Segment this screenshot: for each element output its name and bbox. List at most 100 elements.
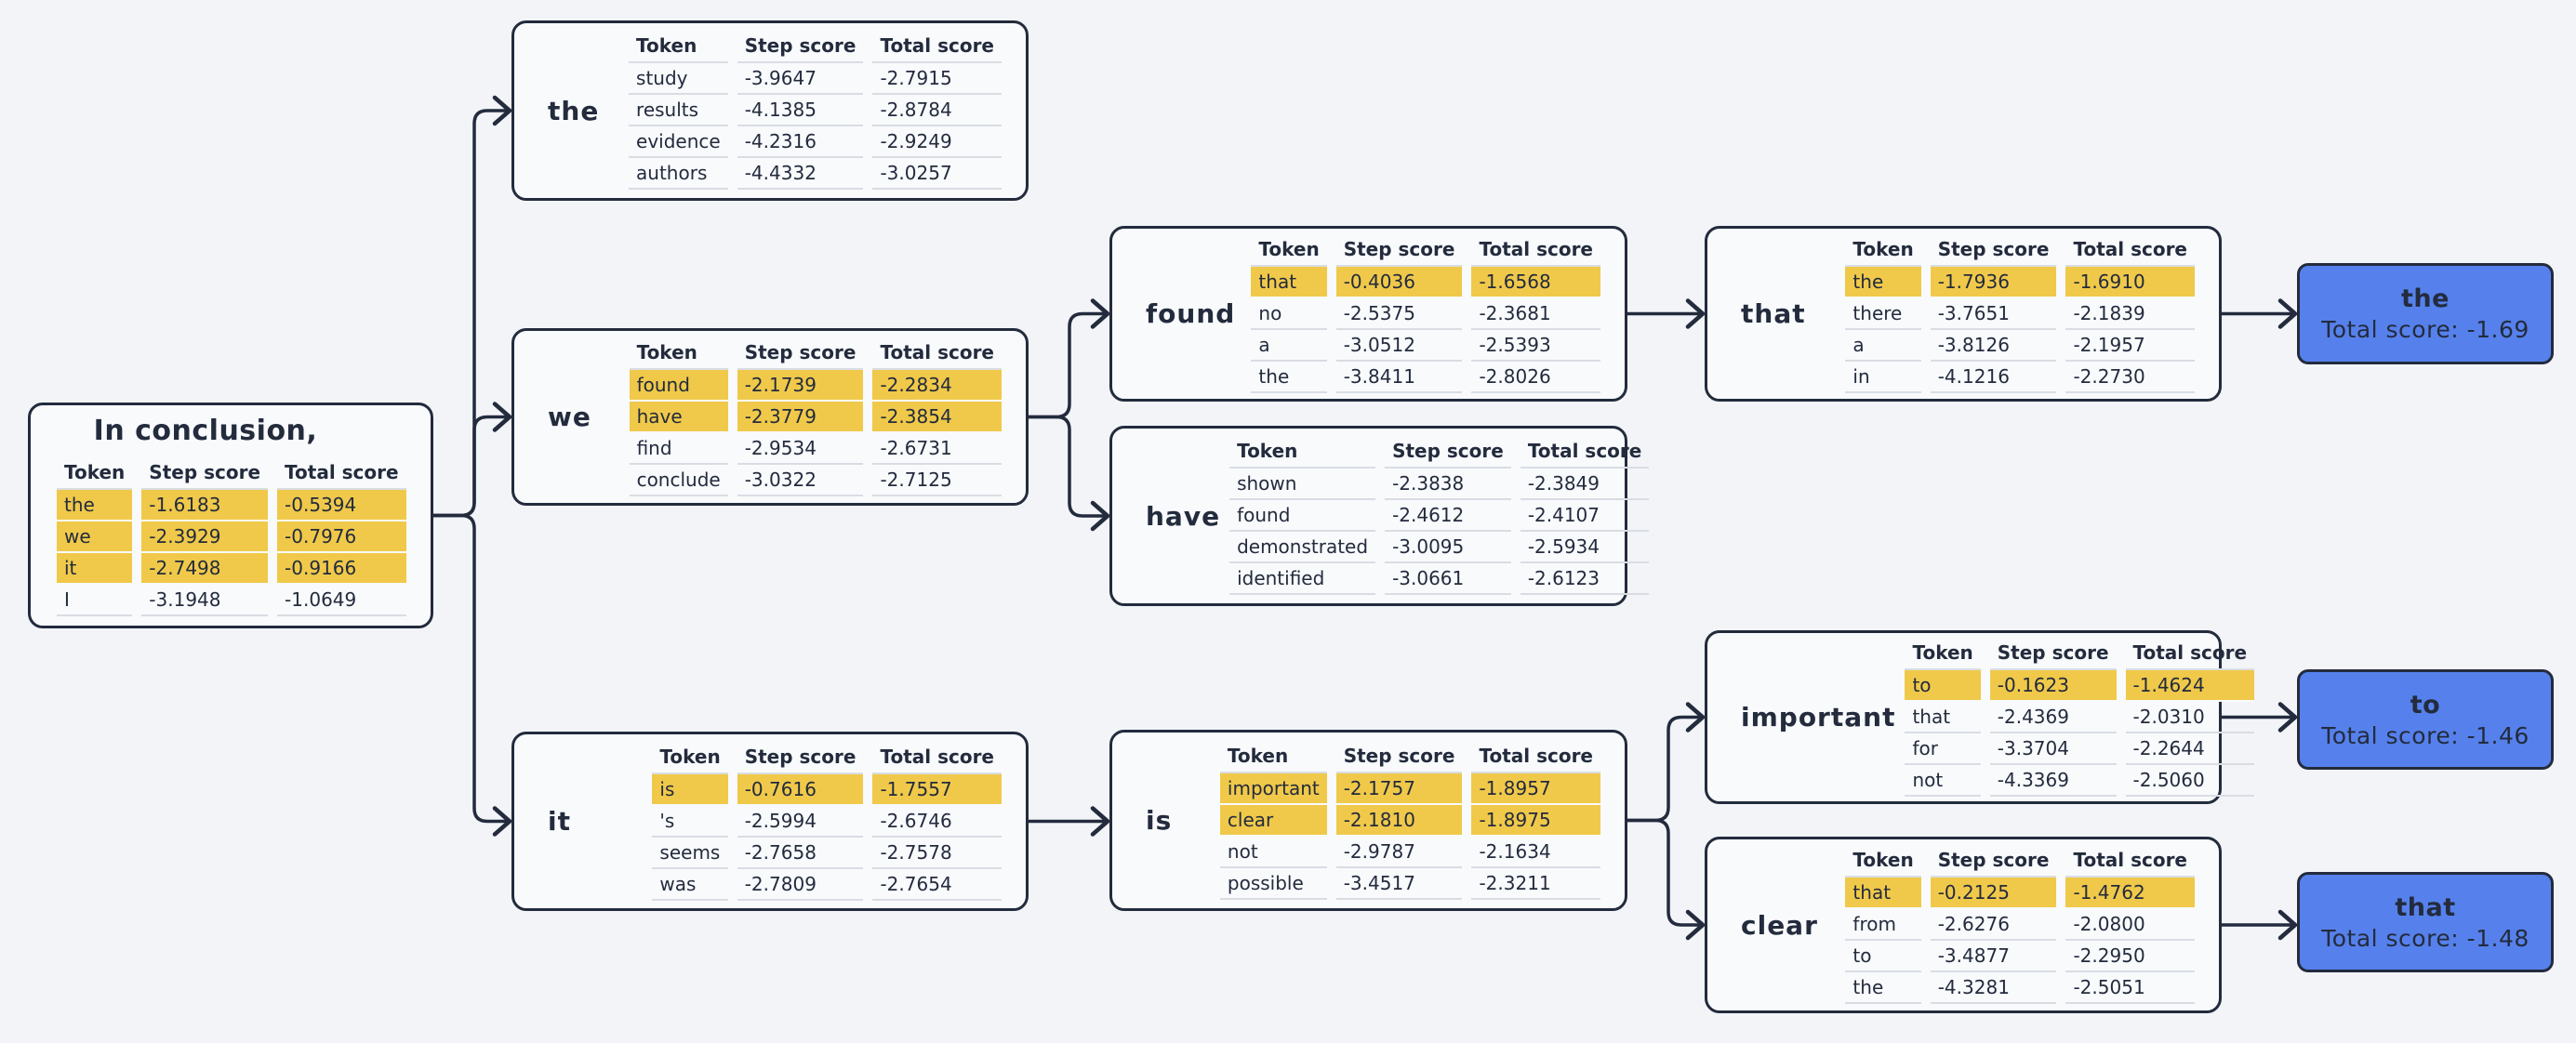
column-header: Total score xyxy=(1520,437,1650,469)
token-cell: is xyxy=(652,773,728,806)
token-cell: we xyxy=(57,522,133,553)
step-score-cell: -2.5375 xyxy=(1335,298,1463,330)
step-score-cell: -3.0095 xyxy=(1385,532,1511,563)
candidate-row: the-4.3281-2.5051 xyxy=(1845,972,2195,1004)
arrowhead-icon-important xyxy=(1685,702,1706,733)
candidate-row-selected: is-0.7616-1.7557 xyxy=(652,773,1002,806)
candidate-row: possible-3.4517-2.3211 xyxy=(1219,868,1600,900)
step-score-cell: -2.6276 xyxy=(1930,909,2057,941)
token-cell: there xyxy=(1845,298,1921,330)
token-cell: found xyxy=(1229,500,1376,532)
total-score-cell: -3.0257 xyxy=(872,158,1002,190)
column-header: Token xyxy=(1219,742,1327,773)
step-score-cell: -3.1948 xyxy=(141,585,269,616)
candidate-row: no-2.5375-2.3681 xyxy=(1251,298,1600,330)
candidate-row-selected: to-0.1623-1.4624 xyxy=(1905,669,2255,702)
candidate-row-selected: the-1.6183-0.5394 xyxy=(57,490,406,522)
candidate-row: was-2.7809-2.7654 xyxy=(652,869,1002,901)
total-score-cell: -2.2644 xyxy=(2125,733,2255,765)
token-cell: was xyxy=(652,869,728,901)
total-score-cell: -2.6123 xyxy=(1520,563,1650,595)
total-score-cell: -2.3854 xyxy=(872,401,1002,433)
total-score-cell: -0.7976 xyxy=(277,522,406,553)
column-header: Total score xyxy=(2065,235,2195,267)
candidate-row-selected: important-2.1757-1.8957 xyxy=(1219,772,1600,805)
step-score-cell: -2.4612 xyxy=(1385,500,1511,532)
column-header: Total score xyxy=(872,32,1002,63)
candidate-row: that-2.4369-2.0310 xyxy=(1905,702,2255,733)
token-cell: that xyxy=(1905,702,1981,733)
step-score-cell: -4.2316 xyxy=(737,126,864,158)
step-score-cell: -3.0322 xyxy=(737,465,864,496)
total-score-cell: -2.3681 xyxy=(1471,298,1600,330)
token-cell: evidence xyxy=(629,126,728,158)
step-score-cell: -0.1623 xyxy=(1989,669,2117,702)
total-score-cell: -2.1634 xyxy=(1471,837,1600,868)
candidate-row: a-3.8126-2.1957 xyxy=(1845,330,2195,362)
token-cell: shown xyxy=(1229,469,1376,500)
beam-node-end-the[interactable]: the Total score: -1.69 xyxy=(2297,263,2554,364)
candidate-row: for-3.3704-2.2644 xyxy=(1905,733,2255,765)
total-score-cell: -2.5060 xyxy=(2125,765,2255,797)
column-header: Step score xyxy=(1989,639,2117,670)
token-cell: conclude xyxy=(629,465,728,496)
token-cell: the xyxy=(57,490,133,522)
candidate-row-selected: that-0.4036-1.6568 xyxy=(1251,266,1600,298)
column-header: Step score xyxy=(1930,235,2057,267)
step-score-cell: -4.3281 xyxy=(1930,972,2057,1004)
step-score-cell: -2.3929 xyxy=(141,522,269,553)
candidate-row-selected: the-1.7936-1.6910 xyxy=(1845,266,2195,298)
candidate-row: not-4.3369-2.5060 xyxy=(1905,765,2255,797)
token-cell: to xyxy=(1905,669,1981,702)
candidate-row: results-4.1385-2.8784 xyxy=(629,95,1002,126)
arrowhead-icon-clear xyxy=(1685,909,1706,941)
token-cell: identified xyxy=(1229,563,1376,595)
arrowhead-icon-that xyxy=(1685,298,1706,329)
node-token-label: it xyxy=(548,806,571,837)
total-score-cell: -1.4762 xyxy=(2065,878,2195,909)
arrowhead-icon-have xyxy=(1090,500,1110,532)
terminal-token-label: that xyxy=(2395,892,2456,922)
column-header: Token xyxy=(629,338,728,370)
total-score-cell: -2.9249 xyxy=(872,126,1002,158)
beam-node-end-that[interactable]: that Total score: -1.48 xyxy=(2297,872,2554,972)
step-score-cell: -1.6183 xyxy=(141,490,269,522)
connector-edge-root-it xyxy=(432,513,511,824)
total-score-cell: -0.5394 xyxy=(277,490,406,522)
connector-edge-is-important xyxy=(1626,715,1705,823)
total-score-cell: -1.6910 xyxy=(2065,266,2195,298)
step-score-cell: -1.7936 xyxy=(1930,266,2057,298)
step-score-cell: -2.5994 xyxy=(737,806,864,838)
node-context-title: In conclusion, xyxy=(93,415,318,447)
beam-node-end-to[interactable]: to Total score: -1.46 xyxy=(2297,669,2554,770)
token-cell: possible xyxy=(1219,868,1327,900)
total-score-cell: -2.7578 xyxy=(872,838,1002,869)
token-cell: that xyxy=(1845,878,1921,909)
token-cell: the xyxy=(1845,972,1921,1004)
candidate-row: not-2.9787-2.1634 xyxy=(1219,837,1600,868)
step-score-cell: -4.4332 xyxy=(737,158,864,190)
connector-edge-we-have xyxy=(1027,415,1109,518)
column-header: Token xyxy=(1229,437,1376,469)
